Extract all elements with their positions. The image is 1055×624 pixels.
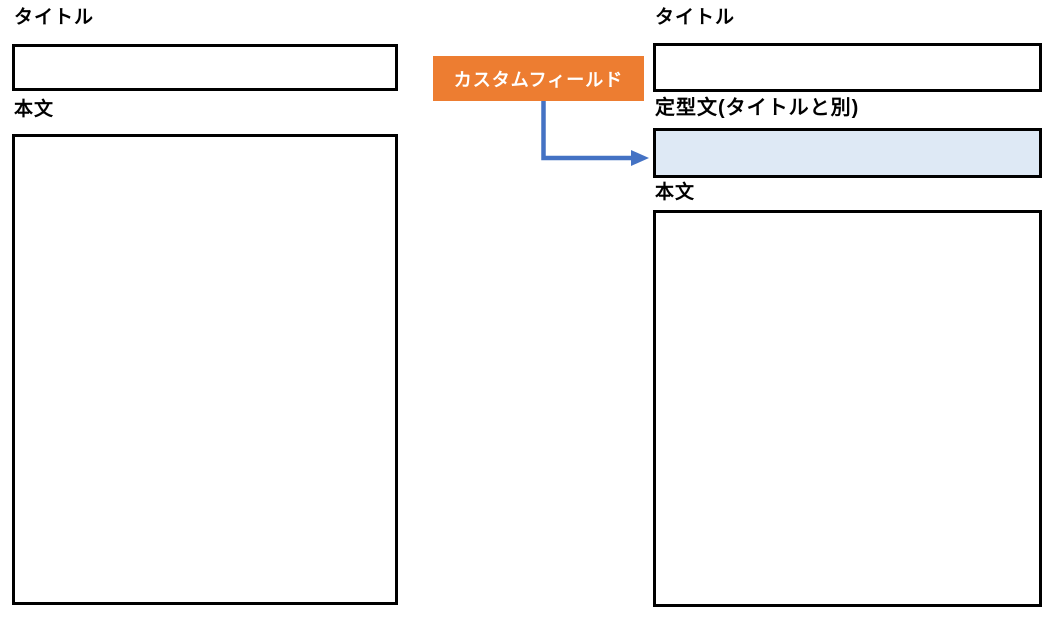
custom-field-callout: カスタムフィールド bbox=[433, 56, 644, 101]
right-body-field bbox=[653, 210, 1042, 607]
right-fixed-phrase-label: 定型文(タイトルと別) bbox=[655, 97, 860, 119]
left-body-label: 本文 bbox=[14, 99, 55, 120]
elbow-arrow-icon bbox=[541, 101, 649, 166]
right-title-label: タイトル bbox=[655, 7, 736, 28]
right-fixed-phrase-field bbox=[653, 128, 1042, 178]
left-title-label: タイトル bbox=[14, 7, 95, 28]
right-body-label: 本文 bbox=[655, 182, 696, 203]
left-title-field bbox=[12, 44, 398, 91]
right-title-field bbox=[653, 43, 1042, 92]
left-body-field bbox=[12, 134, 398, 605]
